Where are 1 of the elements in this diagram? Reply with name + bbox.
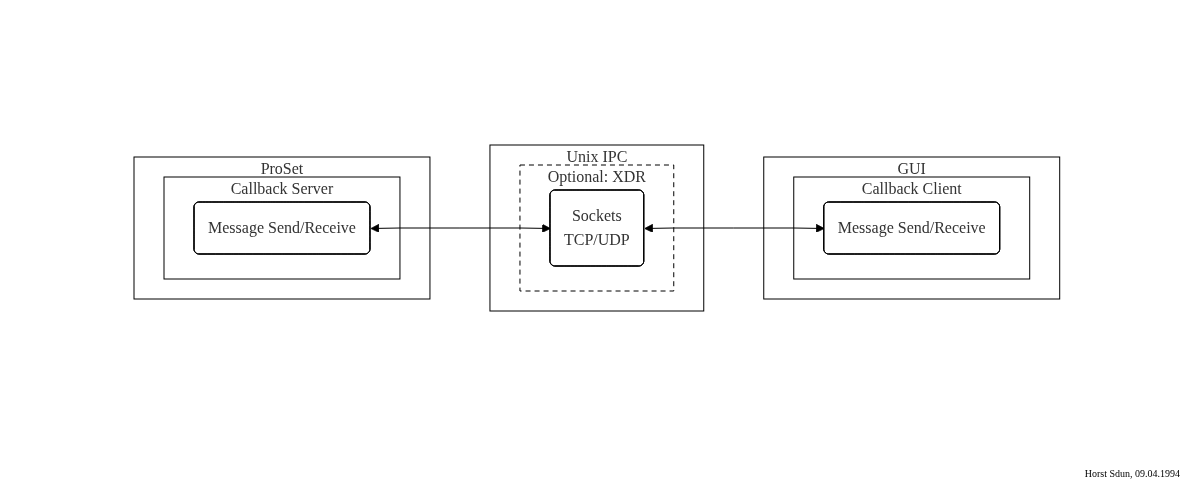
author-date-note: Horst Sdun, 09.04.1994 — [1084, 468, 1180, 479]
